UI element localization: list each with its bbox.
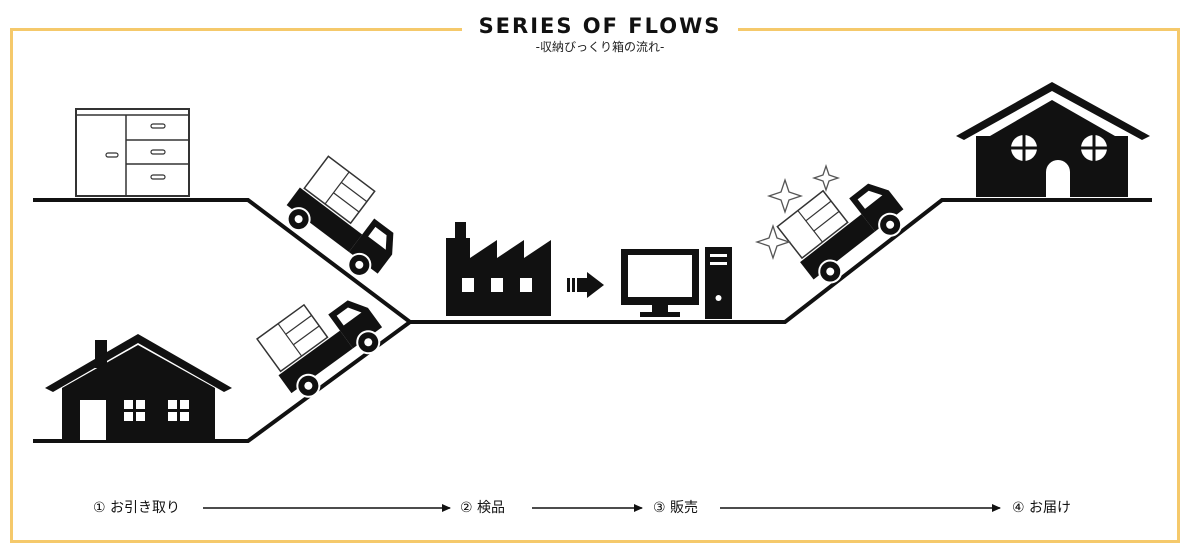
step-delivery: ④ お届け xyxy=(1012,500,1072,516)
house-icon xyxy=(45,334,232,440)
sparkle-icon xyxy=(754,163,841,261)
diagram-title: SERIES OF FLOWS xyxy=(478,14,722,38)
truck-icon xyxy=(256,300,383,398)
dresser-cargo-icon xyxy=(303,155,376,225)
computer-icon xyxy=(621,247,732,319)
step-sale: ③ 販売 xyxy=(653,500,699,516)
dresser-icon xyxy=(75,108,190,197)
road-lower xyxy=(33,320,412,443)
step-pickup: ① お引き取り xyxy=(93,500,181,516)
step-inspection: ② 検品 xyxy=(460,500,506,516)
dresser-cargo-icon xyxy=(256,303,329,373)
title-block: SERIES OF FLOWS -収納びっくり箱の流れ- xyxy=(462,10,738,56)
truck-icon xyxy=(776,183,904,284)
truck-icon xyxy=(286,155,394,277)
diagram-subtitle: -収納びっくり箱の流れ- xyxy=(535,40,665,54)
house-icon xyxy=(956,82,1150,197)
road-upper xyxy=(33,198,1152,324)
factory-icon xyxy=(446,222,551,316)
arrow-icon xyxy=(567,272,604,298)
